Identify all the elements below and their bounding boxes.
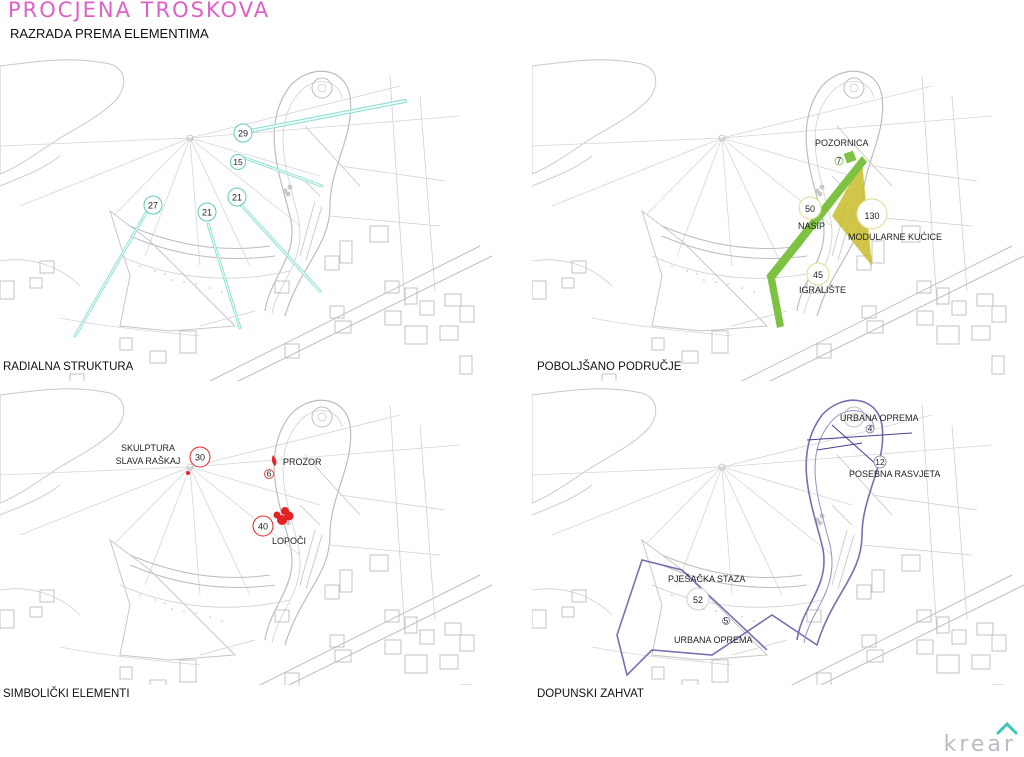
svg-text:6: 6	[267, 469, 272, 479]
label-pjesacka-staza: PJEŠAČKA STAZA	[668, 574, 745, 584]
panel-dopunski: URBANA OPREMA 4 12 POSEBNA RASVJETA PJEŠ…	[532, 385, 1024, 710]
caption-radialna: RADIALNA STRUKTURA	[3, 361, 134, 373]
label-slava-raskaj: SLAVA RAŠKAJ	[116, 456, 181, 466]
page-title: PROCJENA TROŠKOVA	[8, 0, 271, 22]
badge-prozor: 6	[264, 469, 274, 479]
stage-marker	[843, 150, 857, 164]
svg-text:27: 27	[148, 201, 158, 211]
svg-text:12: 12	[875, 457, 885, 467]
label-modularne: MODULARNE KUĆICE	[848, 232, 942, 242]
label-igraliste: IGRALIŠTE	[799, 285, 846, 295]
svg-text:7: 7	[837, 156, 842, 166]
label-nasip: NASIP	[798, 221, 825, 231]
badge-21-right: 21	[227, 187, 247, 207]
badge-modularne: 130	[856, 198, 888, 230]
pedestrian-path-outline	[616, 399, 884, 677]
badge-21-left: 21	[197, 202, 217, 222]
svg-text:130: 130	[864, 211, 879, 221]
badge-skulptura: 30	[189, 446, 211, 468]
radial-paths	[73, 99, 407, 338]
label-pozornica: POZORNICA	[815, 138, 869, 148]
svg-text:29: 29	[238, 129, 248, 139]
badge-15: 15	[230, 154, 246, 170]
svg-text:30: 30	[195, 453, 205, 463]
badge-urbana-top: 4	[865, 424, 875, 434]
green-strip-lower	[767, 276, 784, 328]
modular-houses-area	[832, 161, 872, 266]
badge-igraliste: 45	[806, 262, 830, 286]
label-posebna-rasvjeta: POSEBNA RASVJETA	[849, 469, 940, 479]
badge-rasvjeta: 12	[873, 455, 887, 469]
svg-text:45: 45	[813, 270, 823, 280]
label-urbana-oprema-bottom: URBANA OPREMA	[674, 635, 753, 645]
svg-text:21: 21	[232, 193, 242, 203]
panel-simbolicki: SKULPTURA SLAVA RAŠKAJ 30 PROZOR 6 40 LO…	[0, 385, 492, 710]
label-lopoci: LOPOČI	[272, 536, 306, 546]
lighting-lines	[806, 424, 913, 466]
site-plan-radialna: 29 15 27 21 21	[0, 59, 492, 381]
panel-radialna: 29 15 27 21 21	[0, 56, 492, 381]
caption-simbolicki: SIMBOLIČKI ELEMENTI	[3, 688, 130, 700]
panel-poboljsano: 7 POZORNICA 50 NASIP 130 MODULARNE KUĆIC…	[532, 56, 1024, 381]
svg-text:4: 4	[868, 424, 873, 434]
badge-urbana-bottom: 5	[722, 616, 730, 626]
pedestrian-path-inner	[803, 410, 875, 644]
caption-dopunski: DOPUNSKI ZAHVAT	[537, 688, 644, 700]
svg-text:21: 21	[202, 208, 212, 218]
label-urbana-oprema-top: URBANA OPREMA	[840, 413, 919, 423]
logo-krear: krear	[943, 732, 1016, 757]
svg-text:5: 5	[724, 616, 729, 626]
badge-27: 27	[143, 195, 163, 215]
site-plan-dopunski: URBANA OPREMA 4 12 POSEBNA RASVJETA PJEŠ…	[532, 388, 1024, 685]
badge-lopoci: 40	[252, 515, 274, 537]
badge-nasip: 50	[798, 196, 822, 220]
water-lily-marker	[273, 507, 294, 525]
svg-text:15: 15	[233, 157, 243, 167]
badge-29: 29	[233, 123, 253, 143]
svg-text:50: 50	[805, 204, 815, 214]
label-skulptura: SKULPTURA	[121, 443, 175, 453]
badge-pozornica: 7	[834, 156, 844, 166]
svg-text:52: 52	[693, 595, 703, 605]
logo-chevron-icon	[996, 721, 1018, 735]
sculpture-marker	[186, 471, 190, 475]
svg-text:40: 40	[258, 522, 268, 532]
site-plan-simbolicki: SKULPTURA SLAVA RAŠKAJ 30 PROZOR 6 40 LO…	[0, 388, 492, 685]
caption-poboljsano: POBOLJŠANO PODRUČJE	[537, 361, 682, 373]
label-prozor: PROZOR	[283, 457, 322, 467]
site-plan-poboljsano: 7 POZORNICA 50 NASIP 130 MODULARNE KUĆIC…	[532, 59, 1024, 381]
badge-pjesacka-staza: 52	[686, 587, 710, 611]
green-strip-diagonal	[766, 156, 867, 280]
window-marker	[271, 455, 277, 466]
page-subtitle: RAZRADA PREMA ELEMENTIMA	[10, 26, 209, 41]
